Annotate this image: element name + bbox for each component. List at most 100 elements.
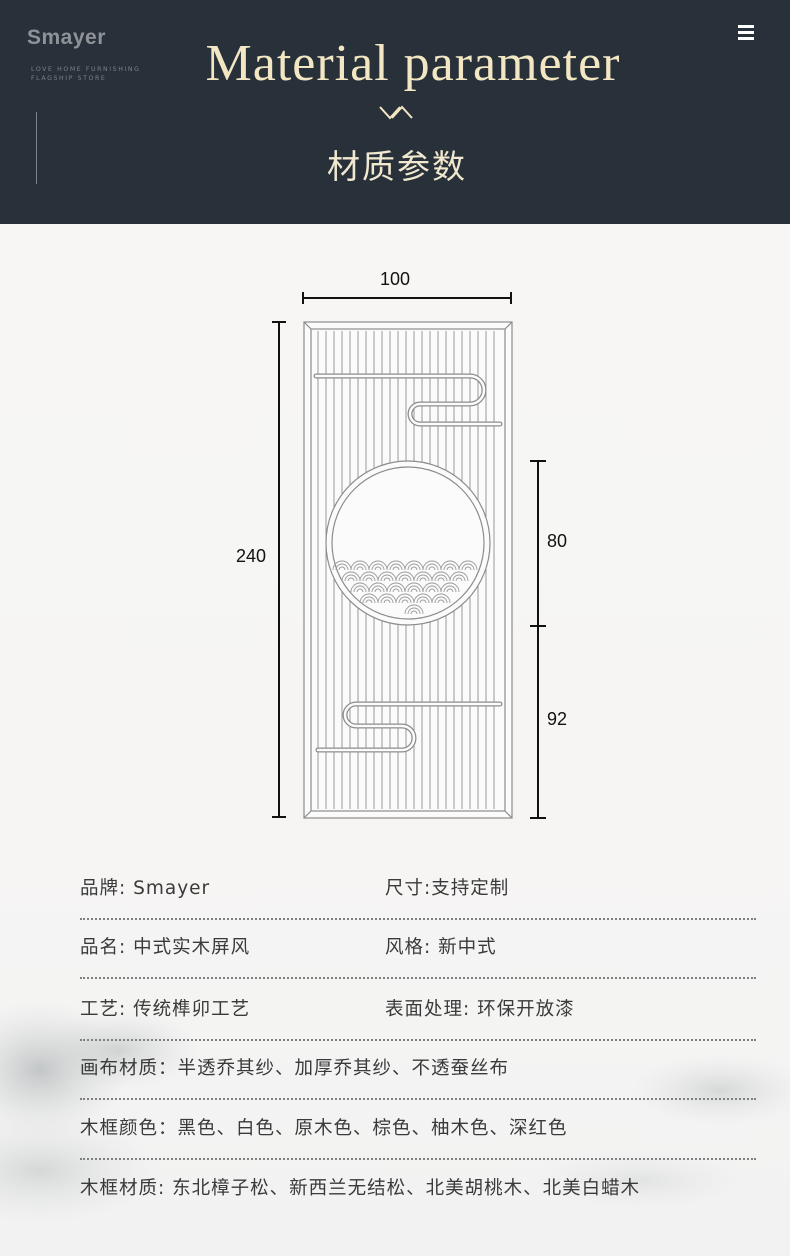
spec-row-1: 品牌: Smayer 尺寸:支持定制 — [80, 860, 756, 920]
wave-arc — [350, 560, 370, 571]
wave-arc — [383, 577, 391, 582]
wave-arc — [359, 593, 379, 604]
wave-arc — [461, 563, 475, 571]
wave-arc — [368, 560, 388, 571]
wave-arc — [452, 574, 466, 582]
wave-arc — [356, 588, 364, 593]
wave-arc — [437, 599, 445, 604]
wave-arc — [332, 560, 352, 571]
wave-arc — [431, 593, 451, 604]
wave-arc — [401, 577, 409, 582]
wave-arc — [422, 560, 442, 571]
wave-arc — [389, 563, 403, 571]
spec-row-4: 画布材质：半透乔其纱、加厚乔其纱、不透蚕丝布 — [80, 1040, 756, 1100]
spec-canvas: 画布材质：半透乔其纱、加厚乔其纱、不透蚕丝布 — [80, 1058, 510, 1079]
wave-arc — [347, 577, 355, 582]
spec-name: 品名: 中式实木屏风 — [80, 937, 251, 958]
wave-arc — [380, 574, 394, 582]
wave-arc — [410, 566, 418, 571]
dotted-divider — [80, 977, 756, 979]
wave-arc — [446, 566, 454, 571]
wave-arc — [365, 599, 373, 604]
wave-arc — [410, 610, 418, 615]
wave-arc — [368, 582, 388, 593]
wave-arc — [443, 585, 457, 593]
dotted-divider — [80, 1098, 756, 1100]
page-title: Material parameter — [205, 35, 621, 92]
wave-arc — [377, 593, 397, 604]
wave-arc — [371, 585, 385, 593]
dotted-divider — [80, 1039, 756, 1041]
wave-arc — [449, 571, 469, 582]
spec-row-2: 品名: 中式实木屏风 风格: 新中式 — [80, 919, 756, 979]
wave-arc — [434, 574, 448, 582]
wave-arc — [407, 563, 421, 571]
wave-arc — [440, 560, 460, 571]
wave-arc — [431, 571, 451, 582]
wave-arc — [395, 593, 415, 604]
wave-arc — [395, 571, 415, 582]
wave-arc — [353, 585, 367, 593]
wave-arc — [362, 596, 376, 604]
wave-arc — [380, 596, 394, 604]
wave-arc — [425, 585, 439, 593]
mountain-mist-illustration — [0, 1000, 790, 1225]
wave-arc — [464, 566, 472, 571]
wave-arc — [416, 574, 430, 582]
wave-arc — [374, 588, 382, 593]
wave-arc — [389, 585, 403, 593]
lower-segment-label: 92 — [547, 709, 567, 729]
wave-arc — [437, 577, 445, 582]
wave-arc — [440, 582, 460, 593]
brand-logo: Smayer — [27, 26, 106, 49]
wave-arc — [392, 588, 400, 593]
wave-arc — [419, 599, 427, 604]
wave-arc — [419, 577, 427, 582]
wave-arc — [434, 596, 448, 604]
wave-arc — [341, 571, 361, 582]
chevrons-down-icon — [379, 105, 413, 120]
spec-row-6: 木框材质: 东北樟子松、新西兰无结松、北美胡桃木、北美白蜡木 — [80, 1160, 756, 1220]
wave-arc — [443, 563, 457, 571]
spec-surface: 表面处理: 环保开放漆 — [385, 999, 575, 1020]
wave-arc — [446, 588, 454, 593]
wave-arc — [404, 560, 424, 571]
spec-style: 风格: 新中式 — [385, 937, 497, 958]
wave-arc — [404, 582, 424, 593]
wave-arc — [344, 574, 358, 582]
wave-arc — [410, 588, 418, 593]
wave-arc — [428, 566, 436, 571]
wave-arc — [458, 560, 478, 571]
wave-arc — [455, 577, 463, 582]
wave-arc — [383, 599, 391, 604]
wave-arc — [428, 588, 436, 593]
wave-arc — [407, 607, 421, 615]
wave-arc — [413, 593, 433, 604]
wave-arc — [407, 585, 421, 593]
wave-arc — [374, 566, 382, 571]
screen-dimension-drawing: 100 240 80 92 — [236, 269, 567, 819]
wave-arc — [353, 563, 367, 571]
wave-arc — [338, 566, 346, 571]
wave-arc — [362, 574, 376, 582]
wave-arc — [401, 599, 409, 604]
wave-arc — [377, 571, 397, 582]
width-label: 100 — [380, 269, 410, 289]
wave-arc — [398, 574, 412, 582]
wave-arc — [425, 563, 439, 571]
wave-arc — [386, 560, 406, 571]
wave-arc — [371, 563, 385, 571]
spec-frame-material: 木框材质: 东北樟子松、新西兰无结松、北美胡桃木、北美白蜡木 — [80, 1178, 641, 1199]
header-banner: Smayer LOVE HOME FURNISHING FLAGSHIP STO… — [0, 0, 790, 224]
spec-frame-color: 木框颜色：黑色、白色、原木色、棕色、柚木色、深红色 — [80, 1118, 568, 1139]
spec-row-5: 木框颜色：黑色、白色、原木色、棕色、柚木色、深红色 — [80, 1100, 756, 1160]
spec-brand: 品牌: Smayer — [80, 878, 211, 899]
menu-icon[interactable] — [738, 25, 756, 41]
upper-segment-label: 80 — [547, 531, 567, 551]
wave-arc — [416, 596, 430, 604]
spec-row-3: 工艺: 传统榫卯工艺 表面处理: 环保开放漆 — [80, 981, 756, 1041]
wave-pattern — [332, 560, 478, 615]
screen-panel — [303, 321, 513, 819]
width-dimension-line — [302, 292, 512, 304]
wave-arc — [359, 571, 379, 582]
